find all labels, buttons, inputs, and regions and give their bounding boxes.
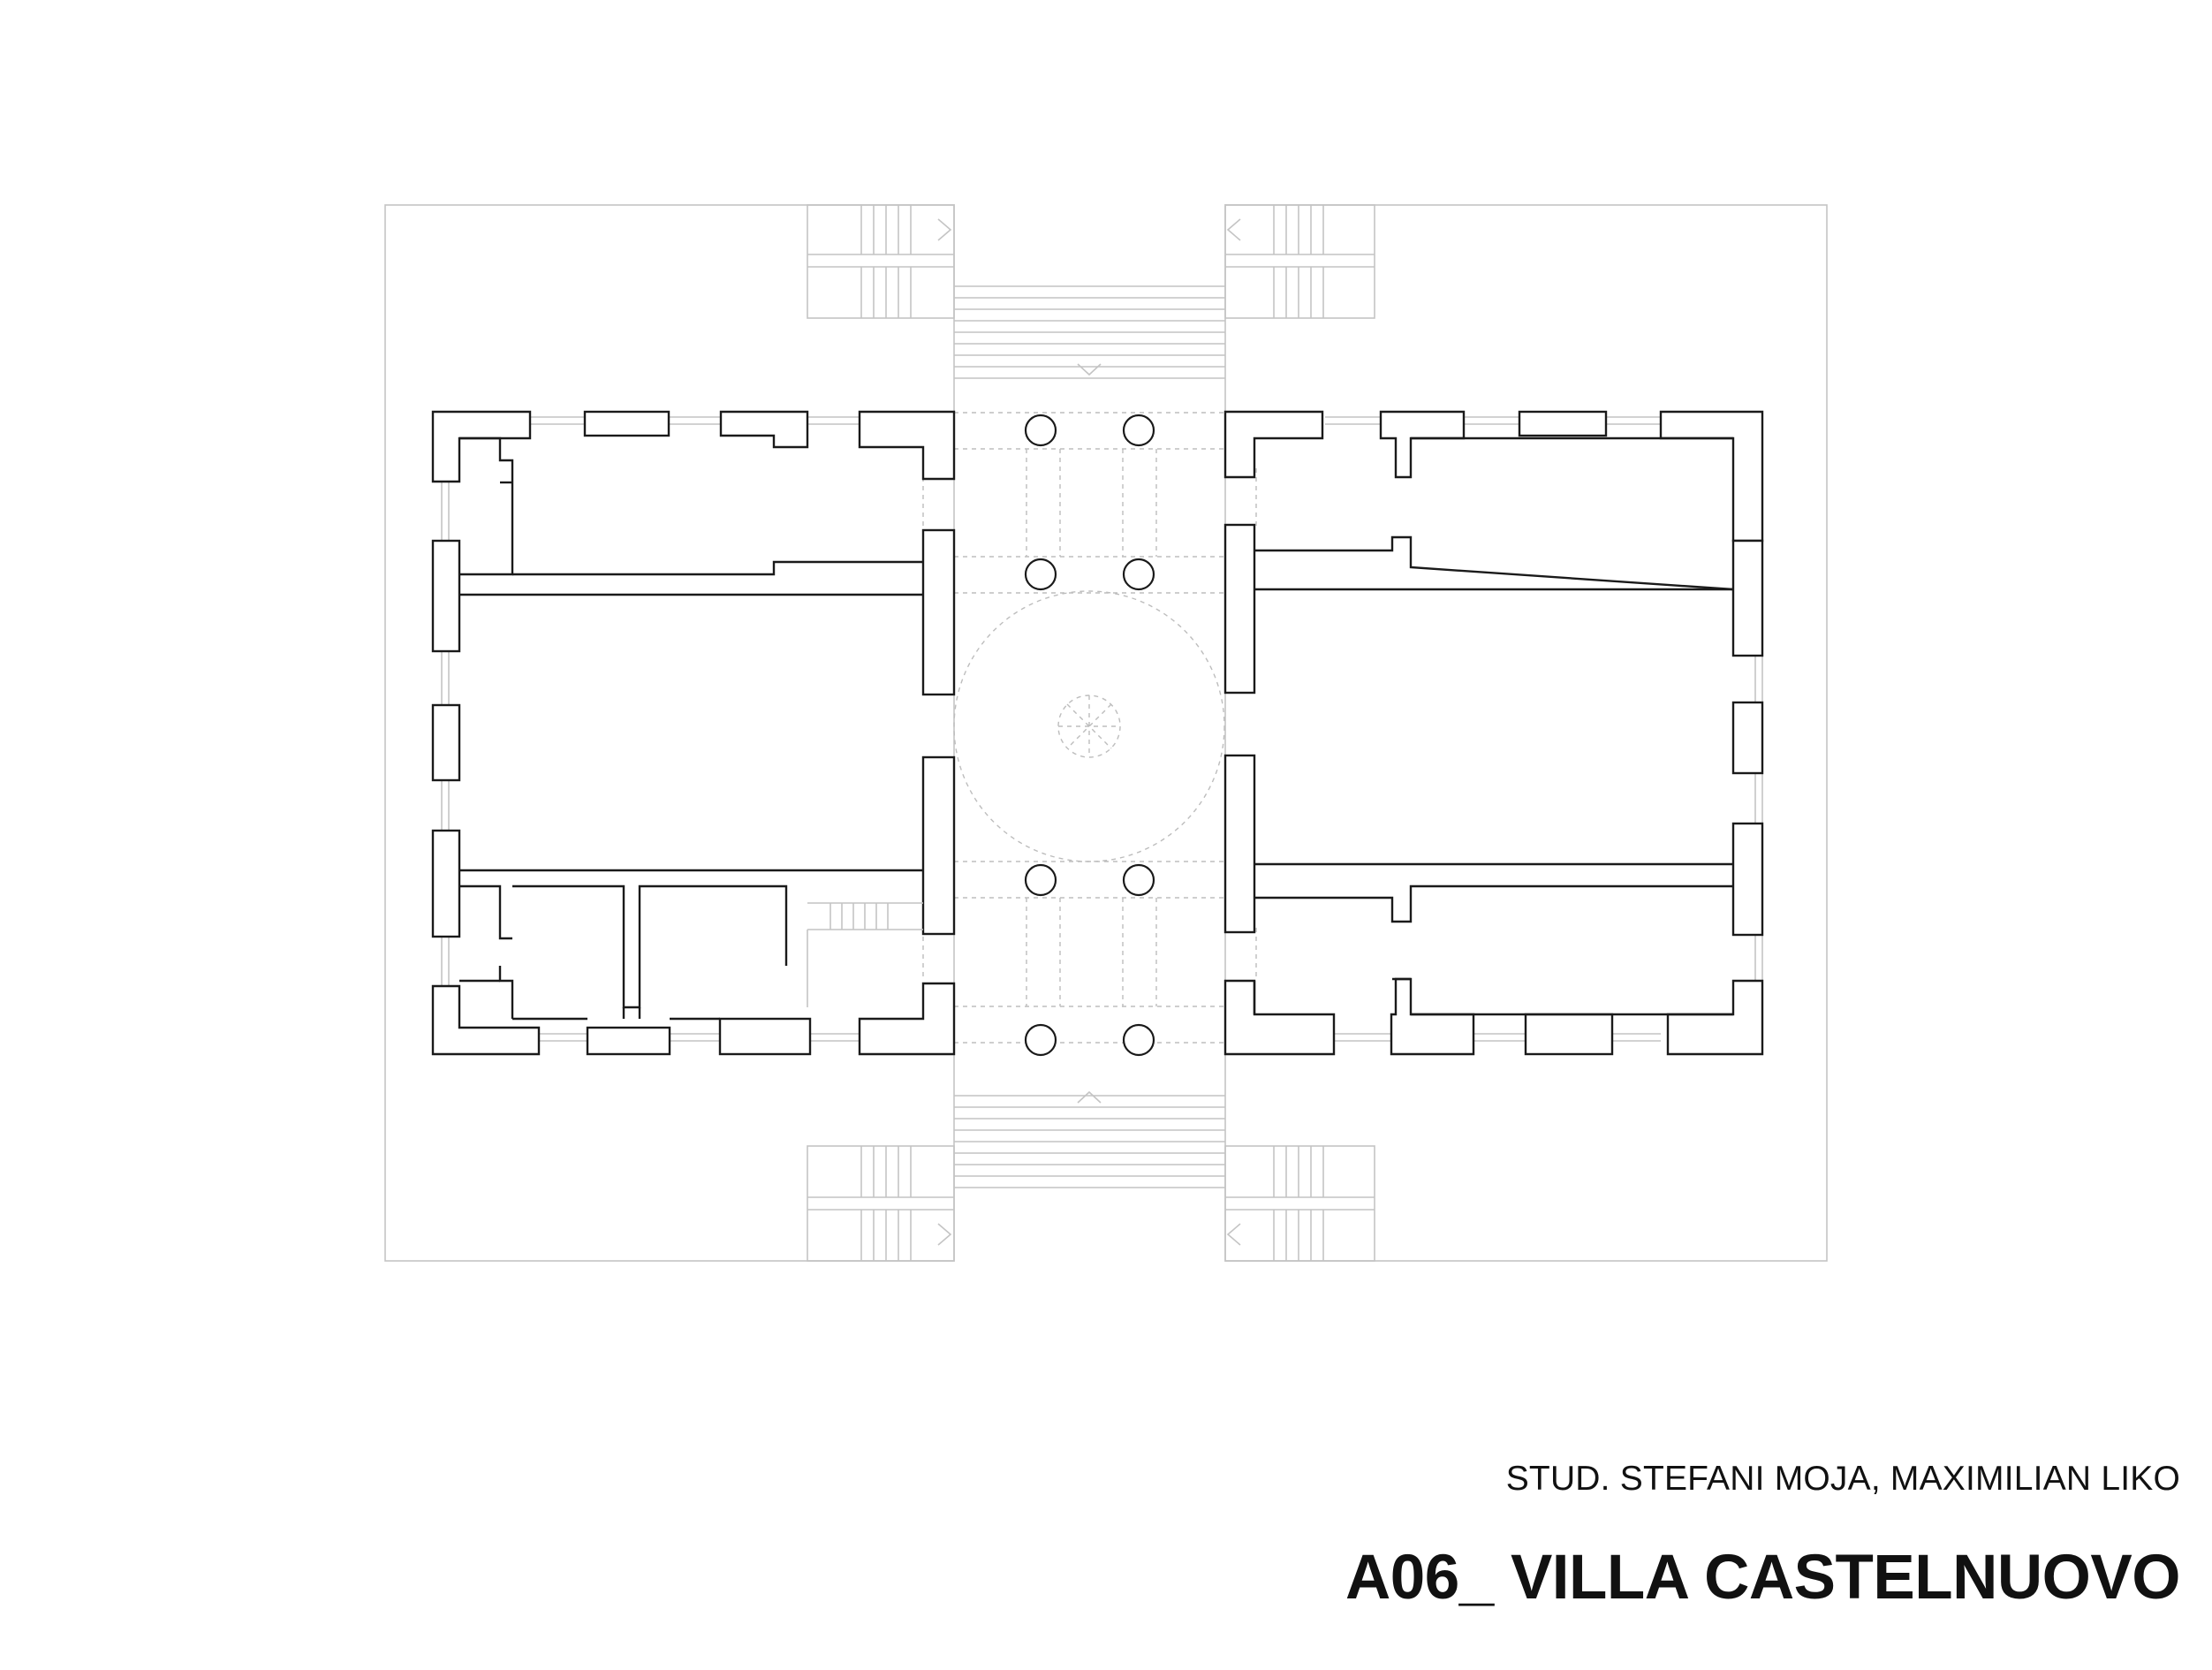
corner-stair-bottom-right: [1224, 1145, 1375, 1262]
right-wing-walls: [1223, 410, 1764, 1056]
drawing-title: A06_ VILLA CASTELNUOVO: [1345, 1543, 2181, 1613]
central-hall-overhead: [922, 412, 1257, 1044]
left-wing-walls: [431, 410, 956, 1056]
central-stair-north: [954, 285, 1225, 379]
central-stair-south: [954, 1090, 1225, 1188]
corner-stair-bottom-left: [807, 1145, 955, 1262]
student-credits: STUD. STEFANI MOJA, MAXIMILIAN LIKO: [1505, 1460, 2180, 1498]
corner-stair-top-right: [1224, 204, 1375, 319]
corner-stair-top-left: [807, 204, 955, 319]
service-stair-left: [807, 902, 923, 1007]
site-outline: [384, 204, 1828, 1262]
portico-columns: [1024, 414, 1155, 1057]
